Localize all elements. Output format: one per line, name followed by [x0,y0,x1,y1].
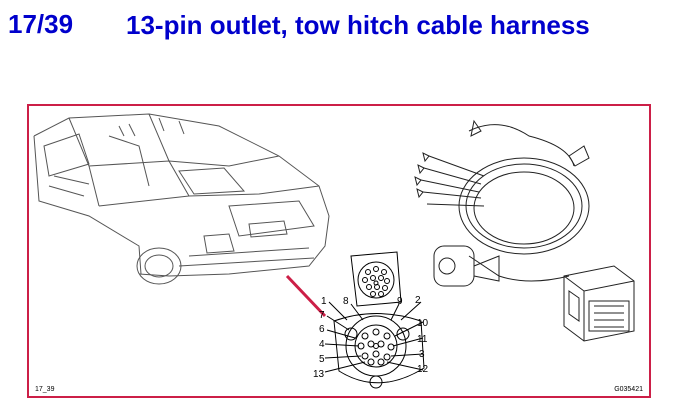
pin-label-7: 7 [319,310,325,321]
page-number: 17/39 [8,9,74,39]
figure-frame: 1 7 6 4 5 13 8 9 2 10 11 3 12 [27,104,651,398]
figure-code-label: G035421 [614,386,643,393]
pin-label-13: 13 [313,369,325,380]
pin-label-5: 5 [319,354,325,365]
figure-id-label: 17_39 [35,386,55,393]
pin-label-2: 2 [415,295,421,306]
pin-label-11: 11 [417,334,428,345]
pin-label-4: 4 [319,339,325,350]
page-title: 13-pin outlet, tow hitch cable harness [126,10,590,40]
cable-harness-drawing [414,119,590,287]
pin-label-6: 6 [319,324,325,335]
pin-label-3: 3 [419,349,425,360]
harness-illustration: 1 7 6 4 5 13 8 9 2 10 11 3 12 [33,113,635,389]
pin-diagram [324,301,425,389]
pin-label-1: 1 [321,296,327,307]
car-drawing [33,113,330,285]
pin-label-12: 12 [417,364,429,375]
pin-labels: 1 7 6 4 5 13 8 9 2 10 11 3 12 [313,295,429,380]
connector-block-drawing [563,265,635,342]
pin-label-9: 9 [397,296,403,307]
pin-label-8: 8 [343,296,349,307]
leader-line [285,274,327,318]
socket-drawing [350,251,402,307]
pin-label-10: 10 [417,318,429,329]
